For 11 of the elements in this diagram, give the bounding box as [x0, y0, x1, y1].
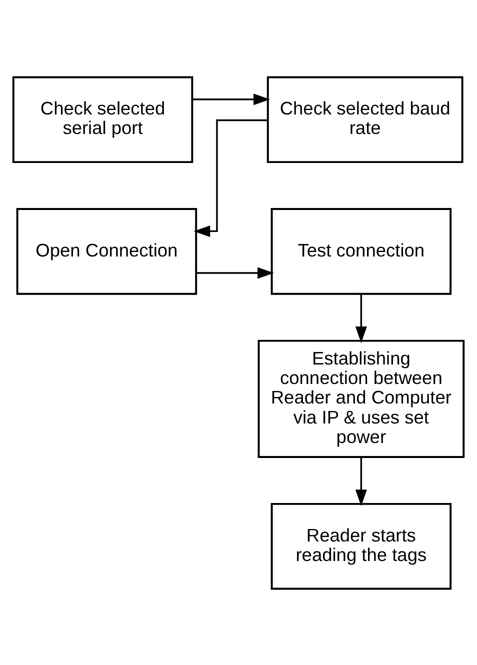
node-box: Check selected baud rate — [266, 76, 464, 163]
arrow — [192, 93, 270, 105]
arrow — [355, 456, 367, 506]
arrow — [194, 118, 268, 236]
node-box: Reader starts reading the tags — [270, 502, 452, 590]
node-box: Check selected serial port — [12, 76, 194, 163]
arrow — [355, 294, 367, 342]
arrow — [196, 266, 274, 278]
node-box: Open Connection — [16, 208, 198, 294]
node-box: Test connection — [270, 208, 452, 294]
node-box: Establishing connection between Reader and Computer via IP & uses set power — [258, 339, 465, 458]
